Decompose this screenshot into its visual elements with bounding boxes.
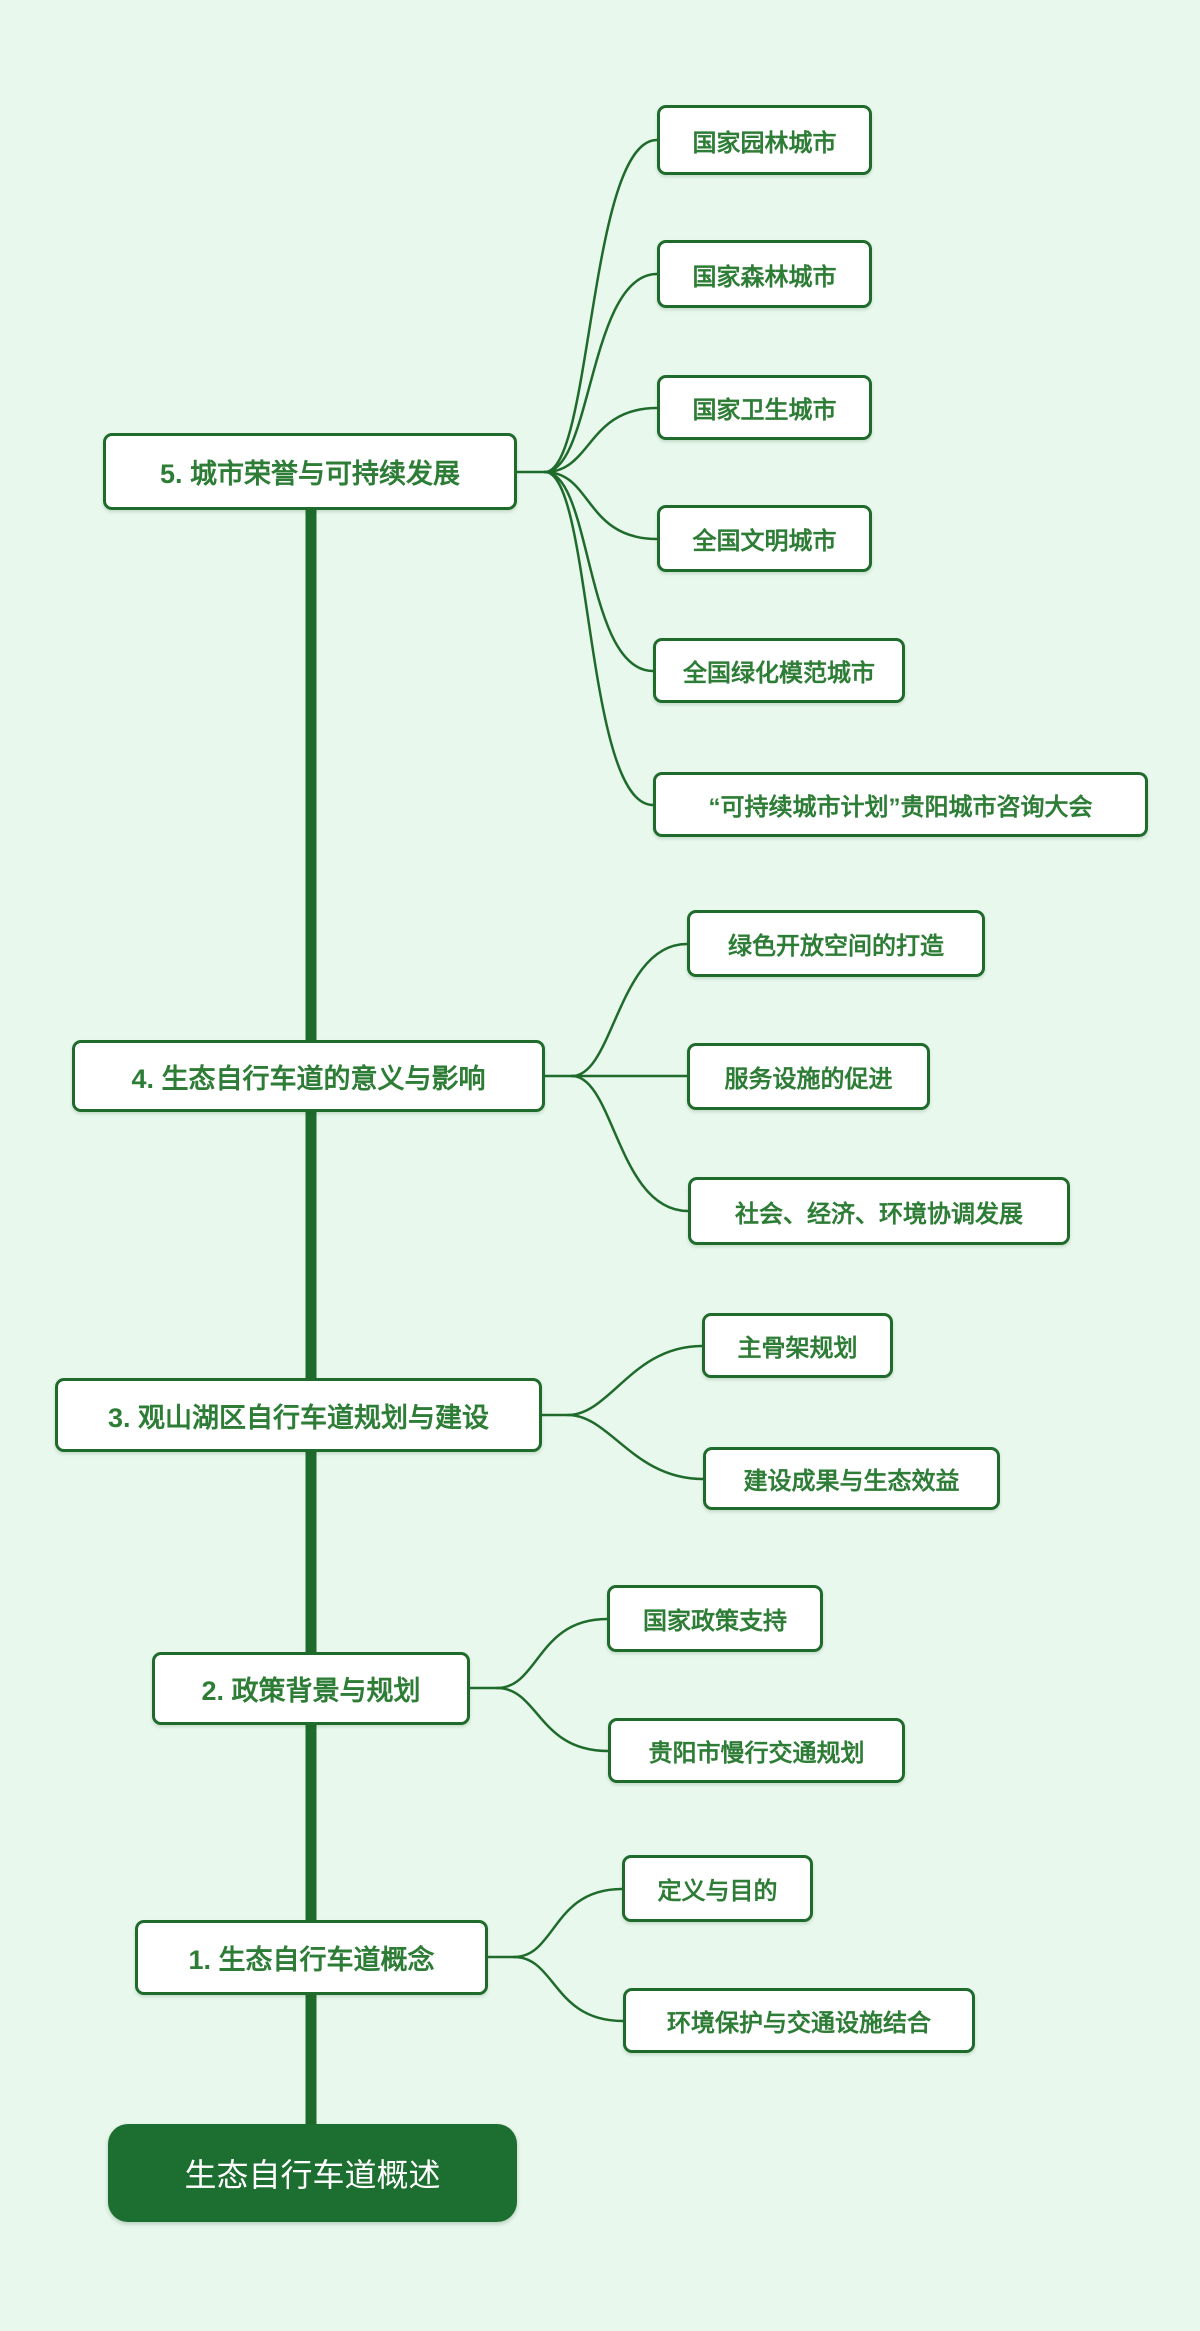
child-node-4-3[interactable]: 社会、经济、环境协调发展 — [688, 1177, 1070, 1245]
child-node-5-1[interactable]: 国家园林城市 — [657, 105, 872, 175]
branch-node-2[interactable]: 2. 政策背景与规划 — [152, 1652, 470, 1725]
child-node-4-2[interactable]: 服务设施的促进 — [687, 1043, 930, 1110]
child-node-5-3[interactable]: 国家卫生城市 — [657, 375, 872, 440]
branch-node-1[interactable]: 1. 生态自行车道概念 — [135, 1920, 488, 1995]
connector-branch1-child1 — [512, 1887, 624, 1959]
connector-branch5-child2 — [543, 272, 659, 474]
connector-branch2-child2 — [495, 1686, 610, 1753]
connector-branch5-child5 — [543, 470, 655, 673]
child-node-5-4[interactable]: 全国文明城市 — [657, 505, 872, 572]
connector-branch4-child1 — [570, 942, 689, 1078]
connector-branch1-child2 — [512, 1955, 625, 2023]
child-node-1-1[interactable]: 定义与目的 — [622, 1855, 813, 1922]
child-node-5-6[interactable]: “可持续城市计划”贵阳城市咨询大会 — [653, 772, 1148, 837]
child-node-2-2[interactable]: 贵阳市慢行交通规划 — [608, 1718, 905, 1783]
child-node-3-2[interactable]: 建设成果与生态效益 — [703, 1447, 1000, 1510]
child-node-2-1[interactable]: 国家政策支持 — [607, 1585, 823, 1652]
child-node-5-2[interactable]: 国家森林城市 — [657, 240, 872, 308]
child-node-3-1[interactable]: 主骨架规划 — [702, 1313, 893, 1378]
child-node-4-1[interactable]: 绿色开放空间的打造 — [687, 910, 985, 977]
connector-branch5-child6 — [543, 470, 655, 807]
child-node-5-5[interactable]: 全国绿化模范城市 — [653, 638, 905, 703]
connector-branch5-child1 — [543, 138, 659, 474]
root-node[interactable]: 生态自行车道概述 — [108, 2124, 517, 2222]
branch-node-5[interactable]: 5. 城市荣誉与可持续发展 — [103, 433, 517, 510]
connector-branch2-child1 — [495, 1617, 609, 1690]
branch-node-4[interactable]: 4. 生态自行车道的意义与影响 — [72, 1040, 545, 1112]
connector-branch5-child4 — [543, 470, 659, 541]
connector-branch3-child2 — [566, 1413, 705, 1481]
connector-branch5-child3 — [543, 406, 659, 474]
connector-branch4-child3 — [570, 1074, 690, 1213]
connector-branch3-child1 — [566, 1344, 704, 1417]
child-node-1-2[interactable]: 环境保护与交通设施结合 — [623, 1988, 975, 2053]
branch-node-3[interactable]: 3. 观山湖区自行车道规划与建设 — [55, 1378, 542, 1452]
